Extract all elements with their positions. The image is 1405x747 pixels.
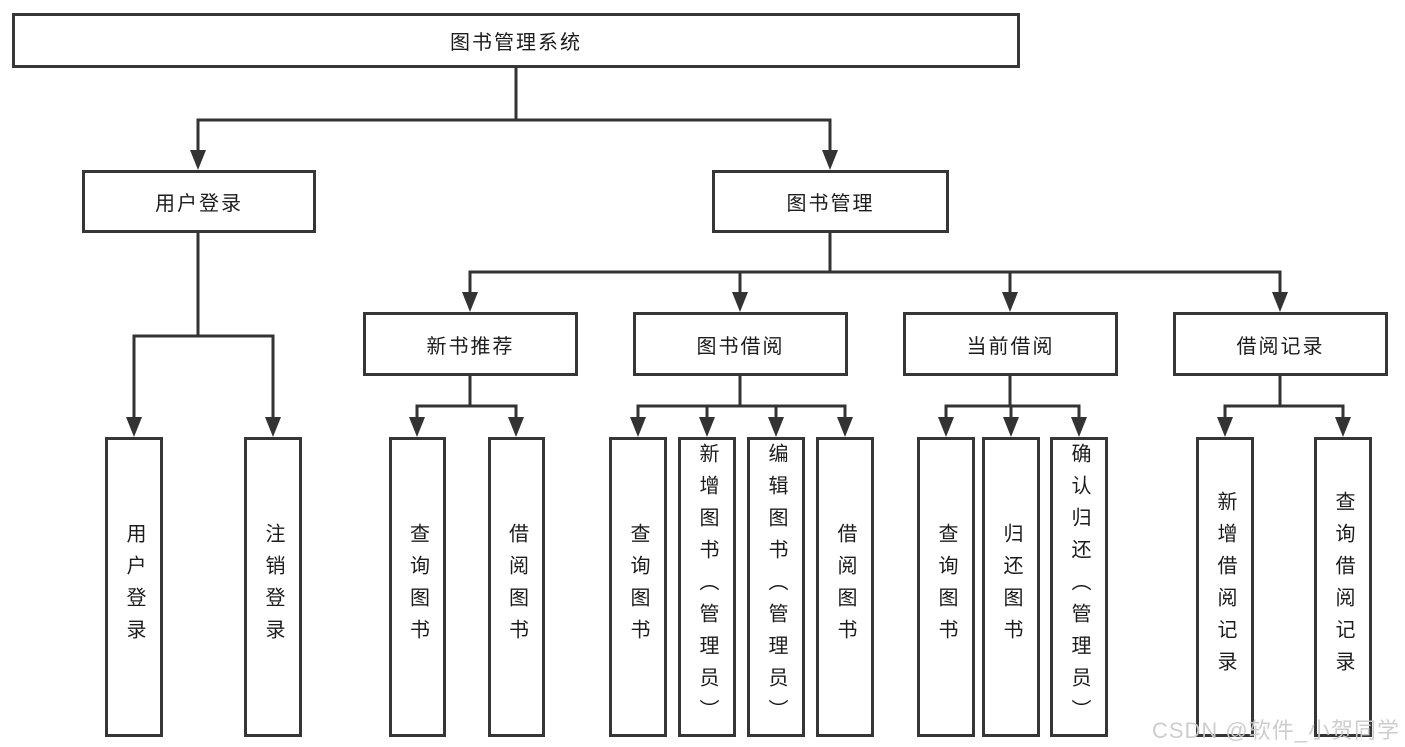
leaf-confirm-return-admin: 确认归还（管理员）: [1050, 437, 1108, 737]
leaf-add-borrow-record: 新增借阅记录: [1196, 437, 1254, 737]
node-root-label: 图书管理系统: [450, 32, 582, 54]
leaf-query-books-2-label: 查询图书: [627, 523, 649, 651]
leaf-edit-book-admin-label: 编辑图书（管理员）: [765, 443, 787, 731]
leaf-add-borrow-record-label: 新增借阅记录: [1214, 491, 1236, 683]
node-current-borrow-label: 当前借阅: [966, 335, 1055, 358]
node-borrow-records-label: 借阅记录: [1236, 335, 1325, 358]
leaf-query-books-3: 查询图书: [917, 437, 975, 737]
leaf-confirm-return-admin-label: 确认归还（管理员）: [1068, 443, 1090, 731]
leaf-return-book-label: 归还图书: [1000, 523, 1022, 651]
leaf-query-books-1: 查询图书: [389, 437, 446, 737]
leaf-user-login-label: 用户登录: [123, 523, 145, 651]
node-book-management-label: 图书管理: [786, 193, 875, 215]
leaf-edit-book-admin: 编辑图书（管理员）: [747, 437, 805, 737]
node-book-borrow-label: 图书借阅: [696, 335, 785, 358]
node-book-management: 图书管理: [712, 170, 949, 233]
leaf-add-book-admin: 新增图书（管理员）: [678, 437, 736, 737]
leaf-borrow-books-2: 借阅图书: [816, 437, 874, 737]
node-user-login: 用户登录: [82, 170, 316, 233]
leaf-logout-label: 注销登录: [262, 523, 284, 651]
leaf-borrow-books-1-label: 借阅图书: [505, 523, 528, 651]
node-current-borrow: 当前借阅: [903, 312, 1118, 376]
node-new-book-recommend: 新书推荐: [363, 312, 578, 376]
leaf-query-books-2: 查询图书: [609, 437, 667, 737]
node-root: 图书管理系统: [12, 13, 1020, 68]
leaf-query-books-1-label: 查询图书: [406, 523, 429, 651]
leaf-query-borrow-record: 查询借阅记录: [1314, 437, 1372, 737]
csdn-watermark: CSDN @软件_小贺同学: [1151, 718, 1400, 743]
leaf-query-borrow-record-label: 查询借阅记录: [1332, 491, 1354, 683]
leaf-borrow-books-2-label: 借阅图书: [834, 523, 856, 651]
leaf-add-book-admin-label: 新增图书（管理员）: [696, 443, 718, 731]
leaf-query-books-3-label: 查询图书: [935, 523, 957, 651]
leaf-user-login: 用户登录: [105, 437, 163, 737]
node-book-borrow: 图书借阅: [633, 312, 848, 376]
leaf-borrow-books-1: 借阅图书: [488, 437, 545, 737]
node-user-login-label: 用户登录: [155, 193, 243, 215]
leaf-logout: 注销登录: [244, 437, 302, 737]
node-borrow-records: 借阅记录: [1173, 312, 1388, 376]
leaf-return-book: 归还图书: [982, 437, 1040, 737]
node-new-book-recommend-label: 新书推荐: [426, 335, 515, 358]
